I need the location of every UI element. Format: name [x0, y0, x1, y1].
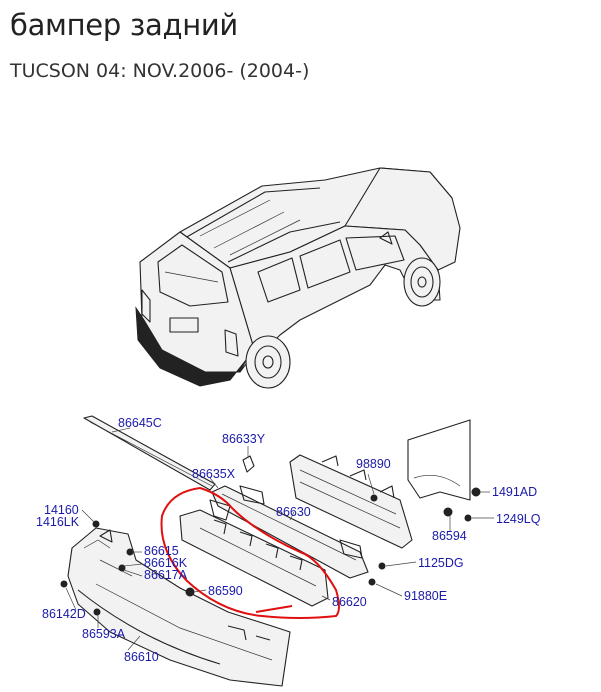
label-86593a[interactable]: 86593A	[82, 627, 126, 641]
label-86630[interactable]: 86630	[276, 505, 311, 519]
label-86615[interactable]: 86615	[144, 544, 179, 558]
label-1249lq[interactable]: 1249LQ	[496, 512, 541, 526]
label-86594[interactable]: 86594	[432, 529, 467, 543]
part-86620-absorber	[179, 499, 329, 607]
label-86620[interactable]: 86620	[332, 595, 367, 609]
label-1125dg[interactable]: 1125DG	[418, 556, 464, 570]
highlight-outline	[160, 486, 340, 619]
label-86635x[interactable]: 86635X	[192, 467, 236, 481]
part-86633y-bracket	[242, 446, 255, 473]
leader-lines	[65, 427, 494, 651]
label-86633y[interactable]: 86633Y	[222, 432, 266, 446]
part-carrier-assembly	[289, 454, 413, 549]
label-98890[interactable]: 98890	[356, 457, 391, 471]
part-86630-beam	[211, 485, 369, 579]
vehicle-illustration	[135, 167, 461, 389]
label-86142d[interactable]: 86142D	[42, 607, 86, 621]
part-fender-right	[407, 419, 471, 501]
label-86645c[interactable]: 86645C	[118, 416, 162, 430]
label-91880e[interactable]: 91880E	[404, 589, 447, 603]
label-86610[interactable]: 86610	[124, 650, 159, 664]
label-1491ad[interactable]: 1491AD	[492, 485, 537, 499]
page-title: бампер задний	[10, 8, 238, 42]
label-14160[interactable]: 14160	[44, 503, 79, 517]
label-86590[interactable]: 86590	[208, 584, 243, 598]
model-subtitle: TUCSON 04: NOV.2006- (2004-)	[10, 60, 310, 82]
label-86617a[interactable]: 86617A	[144, 568, 188, 582]
highlight-underline	[255, 605, 293, 613]
label-1416lk[interactable]: 1416LK	[36, 515, 80, 529]
label-86616k[interactable]: 86616K	[144, 556, 188, 570]
